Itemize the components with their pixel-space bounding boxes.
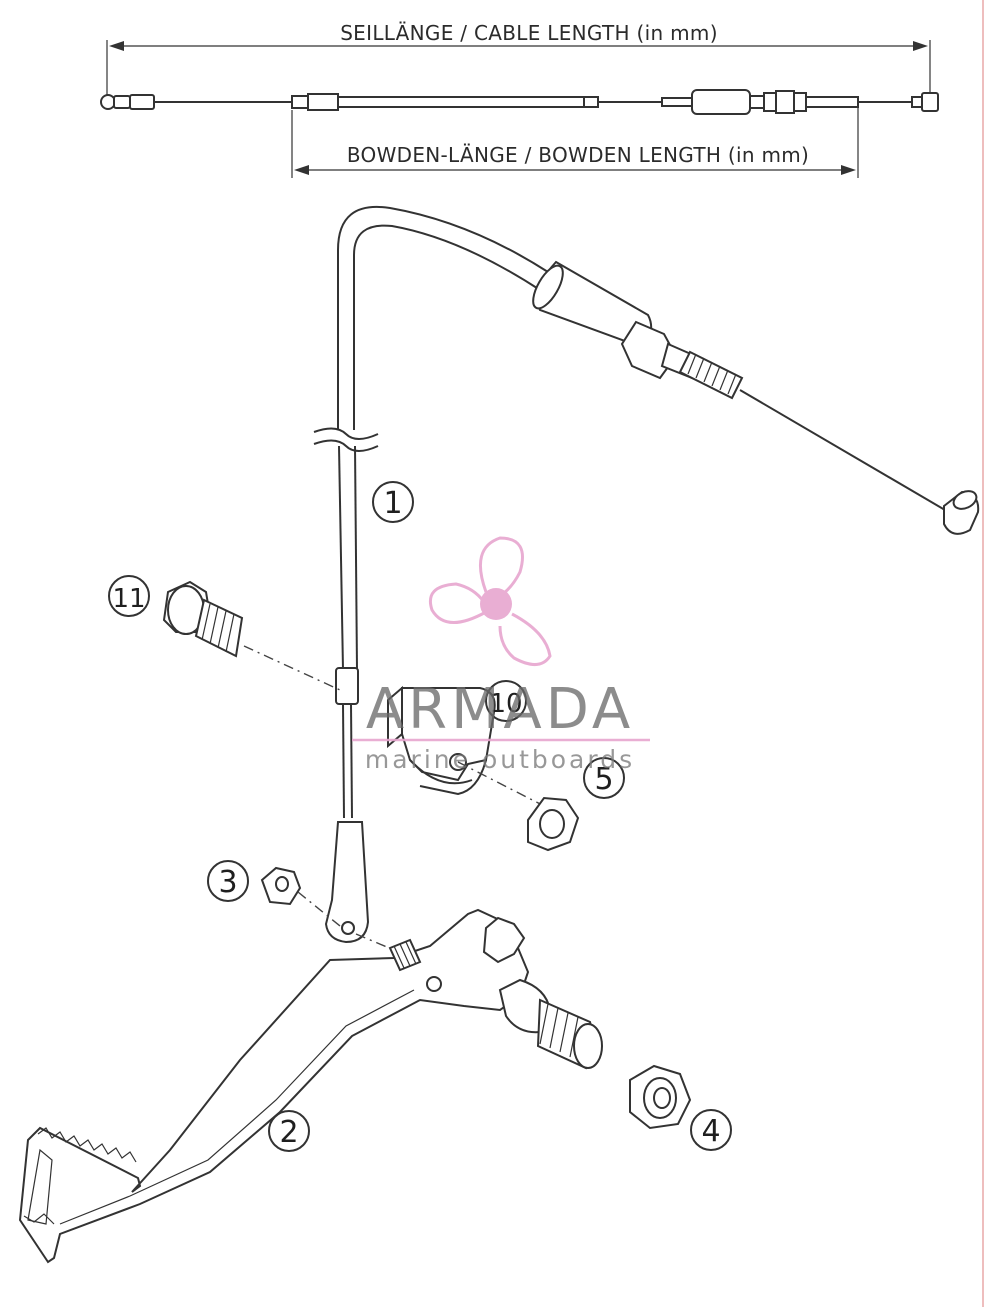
cable-dimension-drawing: SEILLÄNGE / CABLE LENGTH (in mm) BOWDEN-… [100, 21, 939, 178]
callout-11: 11 [108, 575, 150, 617]
callout-3-label: 3 [218, 865, 237, 900]
brake-cable-part-1 [313, 205, 980, 944]
callout-5: 5 [583, 757, 625, 799]
watermark-tagline: marine outboards [365, 745, 635, 774]
nut-part-3 [260, 866, 395, 951]
armada-watermark: ARMADA marine outboards [352, 536, 650, 774]
callout-10: 10 [485, 680, 527, 722]
flange-nut-part-4 [629, 1064, 692, 1130]
callout-10-label: 10 [489, 689, 522, 719]
bolt-part-11 [162, 580, 341, 691]
callout-3: 3 [207, 860, 249, 902]
callout-1: 1 [372, 481, 414, 523]
bracket-part-10 [387, 685, 496, 796]
propeller-logo-icon [429, 536, 552, 666]
cable-length-label: SEILLÄNGE / CABLE LENGTH (in mm) [340, 21, 718, 45]
brake-pedal-part-2 [18, 908, 603, 1264]
callout-2: 2 [268, 1110, 310, 1152]
callout-11-label: 11 [112, 584, 145, 614]
callout-1-label: 1 [383, 486, 402, 521]
watermark-brand: ARMADA [366, 677, 634, 742]
callout-4: 4 [690, 1109, 732, 1151]
bowden-length-label: BOWDEN-LÄNGE / BOWDEN LENGTH (in mm) [347, 143, 809, 167]
callout-4-label: 4 [701, 1114, 720, 1149]
lock-washer-part-5 [457, 761, 580, 852]
callout-2-label: 2 [279, 1115, 298, 1150]
callout-5-label: 5 [594, 762, 613, 797]
